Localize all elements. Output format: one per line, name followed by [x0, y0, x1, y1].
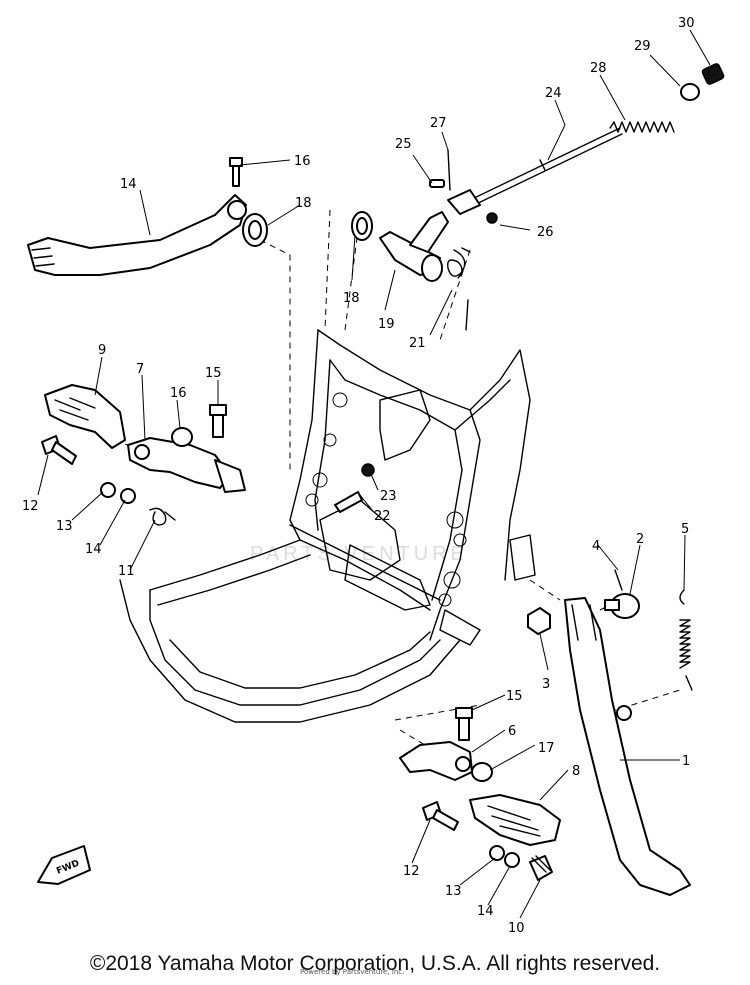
small-credit-text: Powered by Partsventure, Inc. — [300, 968, 404, 976]
footrest-8 — [469, 794, 561, 846]
washer-18-left — [242, 213, 268, 247]
pin-4 — [614, 569, 623, 591]
callout-26: 26 — [537, 225, 554, 240]
callout-lines — [37, 29, 711, 919]
callout-14b: 14 — [477, 904, 494, 919]
callout-25: 25 — [395, 137, 412, 152]
washer-18-right — [351, 211, 373, 241]
watermark-text: PARTS VENTURE — [250, 543, 468, 565]
callout-19: 19 — [378, 317, 395, 332]
copyright-notice: ©2018 Yamaha Motor Corporation, U.S.A. A… — [89, 952, 661, 975]
callout-10: 10 — [508, 921, 525, 936]
footrest-bracket-7 — [127, 437, 246, 493]
callout-16: 16 — [170, 386, 187, 401]
brake-pedal — [27, 194, 247, 276]
callout-numbers: 14 16 18 18 19 21 25 27 26 24 28 29 30 9… — [22, 16, 695, 936]
callout-4: 4 — [592, 539, 600, 554]
callout-27: 27 — [430, 116, 447, 131]
callout-9: 9 — [98, 343, 106, 358]
callout-15b: 15 — [506, 689, 523, 704]
spring-10 — [529, 855, 553, 881]
callout-5: 5 — [681, 522, 689, 537]
bolt-12-upper — [41, 435, 77, 465]
callout-16b: 17 — [538, 741, 555, 756]
callout-6: 6 — [508, 724, 516, 739]
callout-18b: 18 — [343, 291, 360, 306]
footrest-9 — [44, 384, 126, 449]
callout-24: 24 — [545, 86, 562, 101]
spring-11 — [149, 507, 176, 526]
footrest-bracket-6 — [399, 741, 473, 781]
callout-8: 8 — [572, 764, 580, 779]
pin-27 — [447, 149, 451, 191]
stand-spring-5 — [679, 589, 693, 691]
clip-26 — [486, 212, 498, 224]
fwd-arrow-icon: FWD — [37, 845, 91, 885]
callout-28: 28 — [590, 61, 607, 76]
bolts-22-23 — [334, 463, 375, 513]
collar-16-upper — [171, 427, 193, 447]
nut-30 — [701, 63, 725, 85]
spring-28 — [609, 121, 675, 133]
bolt-15-lower — [455, 707, 473, 741]
callout-13: 13 — [56, 519, 73, 534]
bolt-12-lower — [422, 801, 459, 831]
callout-12: 12 — [22, 499, 39, 514]
callout-30: 30 — [678, 16, 695, 31]
callout-7: 7 — [136, 362, 144, 377]
washer-13-upper — [100, 482, 116, 498]
nut-3 — [527, 607, 551, 635]
callout-11: 11 — [118, 564, 135, 579]
callout-2: 2 — [636, 532, 644, 547]
callout-18: 18 — [295, 196, 312, 211]
washer-14-lower — [504, 852, 520, 868]
collar-16-lower — [471, 762, 493, 782]
brake-shaft — [379, 211, 471, 331]
callout-15: 15 — [205, 366, 222, 381]
callout-13b: 13 — [445, 884, 462, 899]
callout-21: 21 — [409, 336, 426, 351]
callout-22: 22 — [374, 509, 391, 524]
sidestand — [564, 597, 691, 896]
washer-14-upper — [120, 488, 136, 504]
callout-14: 14 — [85, 542, 102, 557]
stand-stop — [616, 705, 632, 721]
callout-23: 23 — [380, 489, 397, 504]
callout-3: 3 — [542, 677, 550, 692]
bolt-15-upper — [209, 404, 227, 438]
callout-29: 29 — [634, 39, 651, 54]
bolt-20 — [229, 157, 243, 187]
pin-25 — [429, 179, 445, 188]
nut-29 — [680, 83, 700, 101]
stand-bolt-2 — [604, 593, 640, 619]
callout-20: 16 — [294, 154, 311, 169]
frame-assembly — [119, 329, 536, 723]
callout-1: 1 — [682, 754, 690, 769]
washer-13-lower — [489, 845, 505, 861]
callout-17: 14 — [120, 177, 137, 192]
callout-12b: 12 — [403, 864, 420, 879]
brake-rod — [447, 127, 623, 215]
